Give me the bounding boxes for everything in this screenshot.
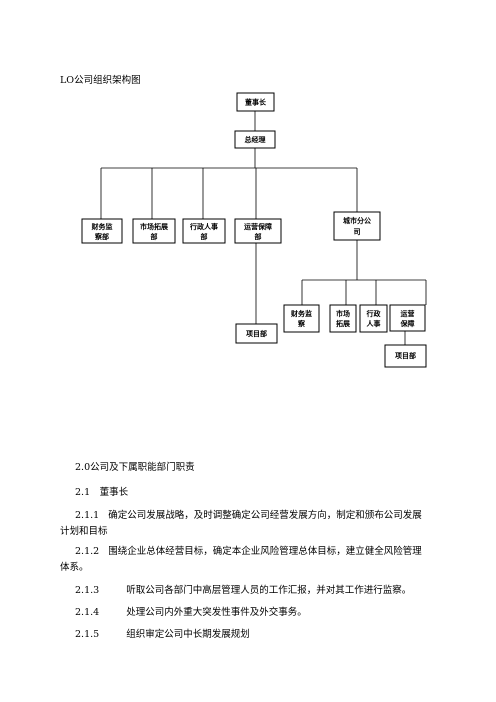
general-manager-label: 总经理 — [245, 135, 266, 144]
item-number: 2.1.2 — [75, 546, 100, 557]
chairman-box: 董事长 — [236, 92, 275, 112]
item-number: 2.1.4 — [75, 607, 100, 618]
paragraph-2-1-2: 2.1.2 围绕企业总体经营目标，确定本企业风险管理总体目标，建立健全风险管理 — [75, 544, 455, 560]
market-dept-label-2: 部 — [151, 232, 158, 241]
org-chart: 董事长 总经理 财务监 察部 市场拓展 部 行政人事 部 运营保障 部 — [81, 92, 427, 368]
city-finance-box: 财务监 察 — [283, 304, 320, 333]
market-dept-label-1: 市场拓展 — [140, 222, 169, 231]
ops-dept-label-2: 部 — [255, 232, 262, 241]
city-admin-box: 行政 人事 — [359, 304, 388, 333]
section-title: 2.0公司及下属职能部门职责 — [75, 462, 195, 473]
city-branch-label-1: 城市分公 — [343, 216, 371, 225]
chairman-label: 董事长 — [245, 98, 267, 107]
city-branch-label-2: 司 — [354, 228, 361, 236]
city-ops-label-2: 保障 — [400, 319, 415, 328]
city-admin-label-1: 行政 — [366, 309, 382, 318]
ops-dept-box: 运营保障 部 — [234, 218, 282, 244]
subsection-title: 2.1 董事长 — [75, 487, 129, 498]
item-text: 围绕企业总体经营目标，确定本企业风险管理总体目标，建立健全风险管理 — [108, 546, 422, 557]
general-manager-box: 总经理 — [234, 130, 276, 149]
paragraph-2-1-3: 2.1.3 听取公司各部门中高层管理人员的工作汇报，并对其工作进行监察。 — [75, 583, 455, 599]
city-market-label-2: 拓展 — [336, 319, 351, 328]
org-chart-heading: LO公司组织架构图 — [60, 75, 141, 86]
city-ops-box: 运营 保障 — [389, 304, 426, 332]
paragraph-2-1-1: 2.1.1 确定公司发展战略，及时调整确定公司经营发展方向，制定和颁布公司发展 — [75, 508, 455, 524]
item-text: 组织审定公司中长期发展规划 — [126, 629, 250, 640]
city-project-label: 项目部 — [395, 351, 416, 360]
city-ops-label-1: 运营 — [401, 309, 415, 318]
finance-dept-box: 财务监 察部 — [81, 218, 123, 244]
paragraph-2-1-5: 2.1.5 组织审定公司中长期发展规划 — [75, 627, 455, 643]
item-text: 处理公司内外重大突发性事件及外交事务。 — [126, 607, 307, 618]
city-finance-label-1: 财务监 — [290, 309, 312, 318]
paragraph-2-1-4: 2.1.4 处理公司内外重大突发性事件及外交事务。 — [75, 605, 455, 621]
city-finance-label-2: 察 — [297, 319, 306, 328]
city-admin-label-2: 人事 — [367, 319, 381, 328]
item-number: 2.1.5 — [75, 629, 100, 640]
paragraph-2-1-2-cont: 体系。 — [60, 562, 89, 573]
org-chart-connectors — [100, 111, 427, 345]
admin-dept-label-2: 部 — [201, 232, 208, 241]
project-dept-label: 项目部 — [246, 329, 267, 338]
finance-dept-label-1: 财务监 — [91, 222, 113, 231]
city-market-box: 市场 拓展 — [329, 304, 357, 333]
city-market-label-1: 市场 — [336, 309, 350, 318]
city-project-box: 项目部 — [384, 344, 427, 368]
project-dept-box: 项目部 — [235, 323, 278, 344]
city-branch-box: 城市分公 司 — [333, 211, 381, 241]
item-number: 2.1.1 — [75, 510, 100, 521]
item-number: 2.1.3 — [75, 585, 100, 596]
item-text: 听取公司各部门中高层管理人员的工作汇报，并对其工作进行监察。 — [126, 585, 412, 596]
item-text: 确定公司发展战略，及时调整确定公司经营发展方向，制定和颁布公司发展 — [108, 510, 422, 521]
paragraph-2-1-1-cont: 计划和目标 — [60, 526, 108, 537]
market-dept-box: 市场拓展 部 — [132, 218, 176, 244]
admin-dept-box: 行政人事 部 — [182, 218, 226, 244]
admin-dept-label-1: 行政人事 — [189, 222, 218, 231]
ops-dept-label-1: 运营保障 — [244, 222, 272, 231]
finance-dept-label-2: 察部 — [94, 232, 109, 241]
